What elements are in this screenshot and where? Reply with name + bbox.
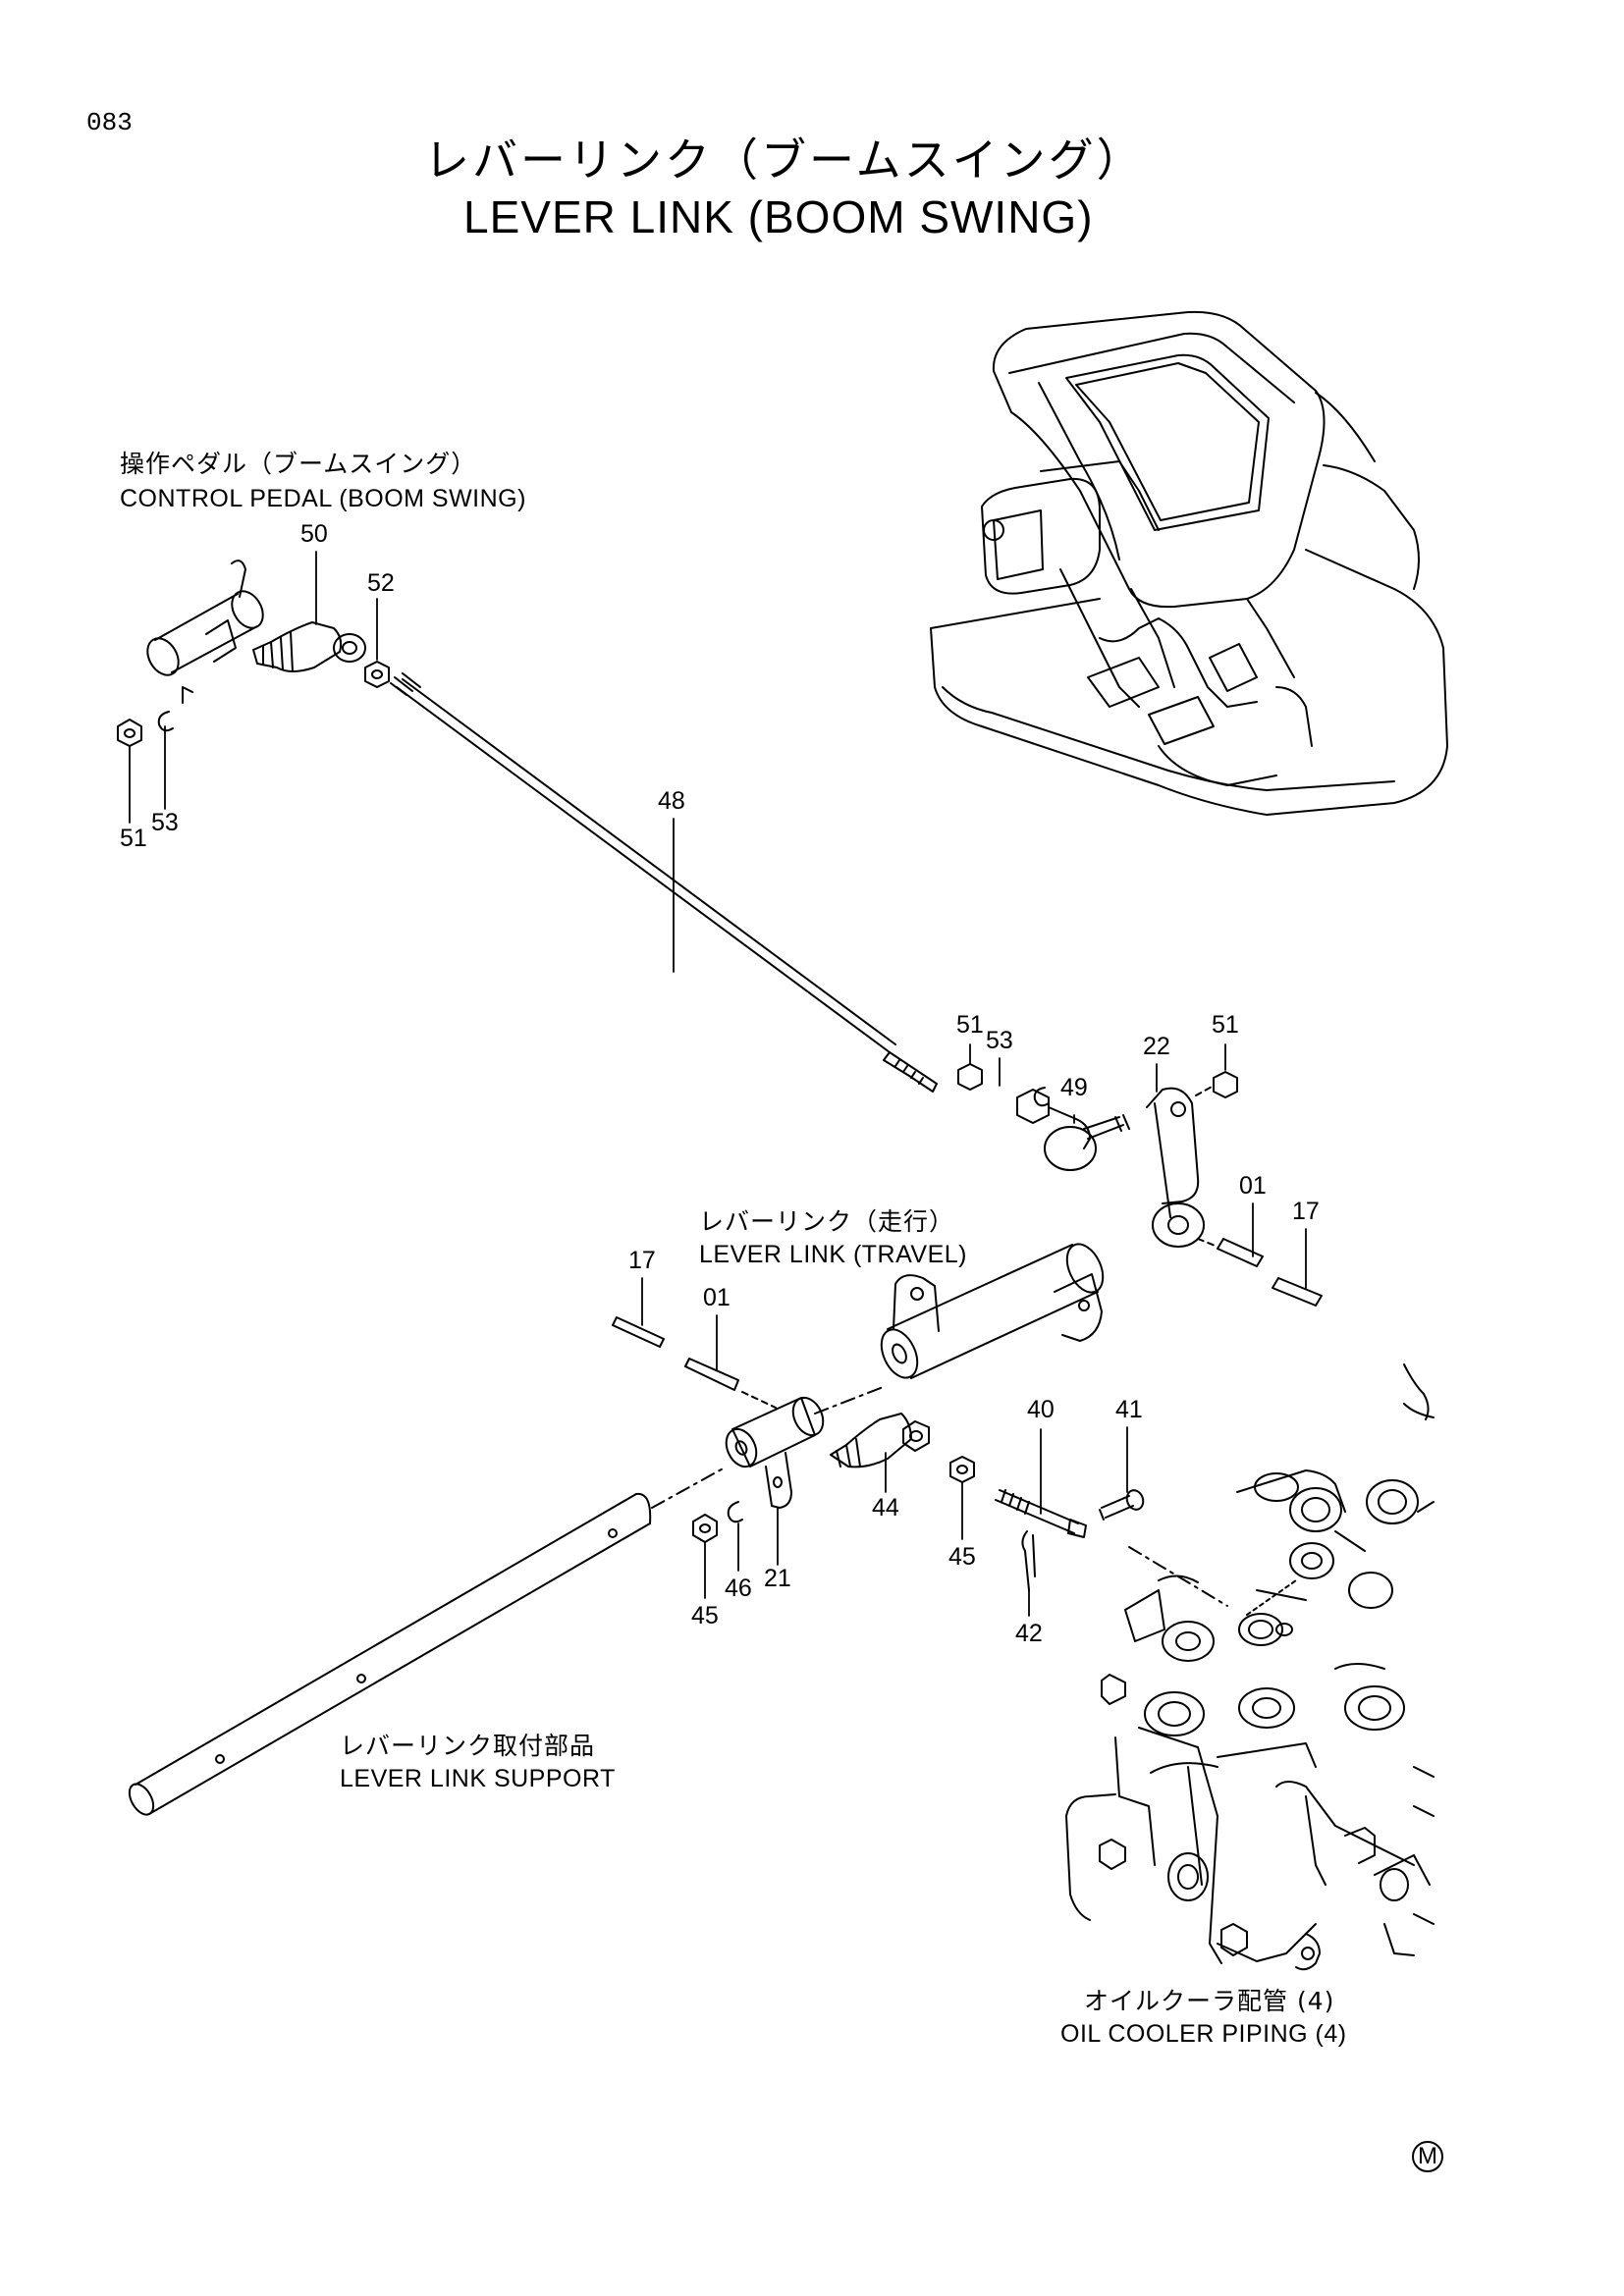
snap-ring-53-left bbox=[159, 712, 173, 730]
nut-51-right bbox=[1196, 1072, 1237, 1097]
part-number-45-right: 45 bbox=[948, 1543, 976, 1571]
snap-ring-53-mid bbox=[1035, 1088, 1049, 1105]
control-pedal-label-en: CONTROL PEDAL (BOOM SWING) bbox=[120, 485, 526, 512]
pin-17-left bbox=[613, 1317, 664, 1347]
rod-48 bbox=[391, 673, 937, 1092]
part-number-17-left: 17 bbox=[628, 1247, 656, 1274]
part-number-45-left: 45 bbox=[691, 1602, 719, 1629]
part-number-01-left: 01 bbox=[703, 1284, 731, 1311]
bolt-41 bbox=[1100, 1488, 1146, 1520]
part-number-22: 22 bbox=[1143, 1033, 1170, 1060]
snap-ring-46 bbox=[729, 1502, 742, 1522]
lever-link-support-label-jp: レバーリンク取付部品 bbox=[340, 1732, 596, 1760]
part-number-21: 21 bbox=[764, 1565, 791, 1592]
part-number-53-mid: 53 bbox=[986, 1027, 1013, 1054]
lever-link-travel-shaft bbox=[875, 1239, 1110, 1384]
lever-link-support-label-en: LEVER LINK SUPPORT bbox=[340, 1765, 616, 1792]
part-number-40: 40 bbox=[1027, 1396, 1055, 1423]
part-number-51-mid: 51 bbox=[956, 1011, 984, 1039]
part-number-42: 42 bbox=[1015, 1620, 1043, 1647]
part-number-46: 46 bbox=[725, 1575, 752, 1602]
rod-end-part-44 bbox=[831, 1414, 929, 1467]
page-marker-m: M bbox=[1412, 2141, 1443, 2172]
lever-bracket-21 bbox=[721, 1386, 886, 1508]
part-number-53-left: 53 bbox=[151, 809, 179, 836]
page-title-japanese: レバーリンク（ブームスイング） bbox=[424, 133, 1145, 187]
rod-end-part-50 bbox=[253, 622, 365, 671]
cotter-pin-42 bbox=[1022, 1531, 1035, 1590]
page-number: 083 bbox=[86, 108, 133, 137]
lever-link-travel-label-en: LEVER LINK (TRAVEL) bbox=[699, 1241, 968, 1268]
oil-cooler-piping-label-jp: オイルクーラ配管 (4) bbox=[1084, 1987, 1335, 2015]
part-number-44: 44 bbox=[872, 1494, 899, 1522]
part-number-51-right: 51 bbox=[1212, 1011, 1239, 1039]
pin-17-right bbox=[1272, 1278, 1322, 1306]
nut-52 bbox=[365, 662, 389, 687]
control-valve-illustration bbox=[1066, 1364, 1434, 1969]
control-pedal-label-jp: 操作ペダル（ブームスイング） bbox=[120, 450, 477, 478]
lever-link-travel-label-jp: レバーリンク（走行） bbox=[699, 1207, 955, 1236]
lever-arm-22 bbox=[1147, 1089, 1204, 1247]
part-number-48: 48 bbox=[658, 787, 685, 815]
oil-cooler-piping-label-en: OIL COOLER PIPING (4) bbox=[1060, 2020, 1347, 2048]
part-number-17-right: 17 bbox=[1292, 1198, 1320, 1225]
rod-40 bbox=[996, 1490, 1086, 1537]
part-number-50: 50 bbox=[300, 520, 328, 548]
nut-51-left bbox=[118, 720, 141, 746]
part-number-41: 41 bbox=[1115, 1396, 1143, 1423]
rod-end-part-49 bbox=[1017, 1090, 1129, 1170]
nut-45-right bbox=[950, 1457, 974, 1482]
lever-link-support-shaft bbox=[125, 1467, 727, 1819]
nut-45-left bbox=[693, 1515, 717, 1542]
leader-lines bbox=[130, 552, 1306, 1616]
page-title-english: LEVER LINK (BOOM SWING) bbox=[463, 191, 1094, 242]
operator-station-illustration bbox=[931, 312, 1447, 815]
part-number-49: 49 bbox=[1060, 1074, 1088, 1101]
part-number-01-right: 01 bbox=[1239, 1172, 1267, 1200]
nut-51-mid bbox=[958, 1064, 982, 1090]
part-number-52: 52 bbox=[367, 569, 395, 597]
pin-01-left bbox=[685, 1359, 776, 1408]
part-number-51-left: 51 bbox=[120, 825, 147, 852]
pin-01-right bbox=[1198, 1239, 1263, 1266]
pedal-shaft-part bbox=[141, 561, 269, 703]
